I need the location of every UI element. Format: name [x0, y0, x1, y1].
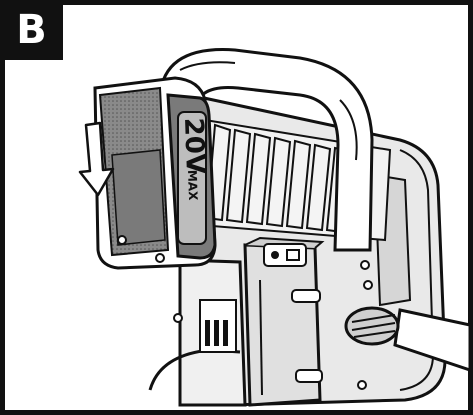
downward-arrow-icon	[78, 121, 115, 197]
stand-base	[148, 258, 247, 407]
carry-handle	[158, 48, 374, 252]
battery-max-label: MAX	[185, 170, 200, 202]
battery-pack: 20V MAX	[93, 76, 217, 270]
switch-housing	[243, 236, 325, 407]
step-badge: B	[0, 0, 63, 60]
step-label: B	[16, 7, 47, 53]
pivot-knob	[344, 306, 472, 373]
battery-voltage-label: 20V	[178, 117, 210, 174]
battery-terminal	[199, 299, 237, 353]
